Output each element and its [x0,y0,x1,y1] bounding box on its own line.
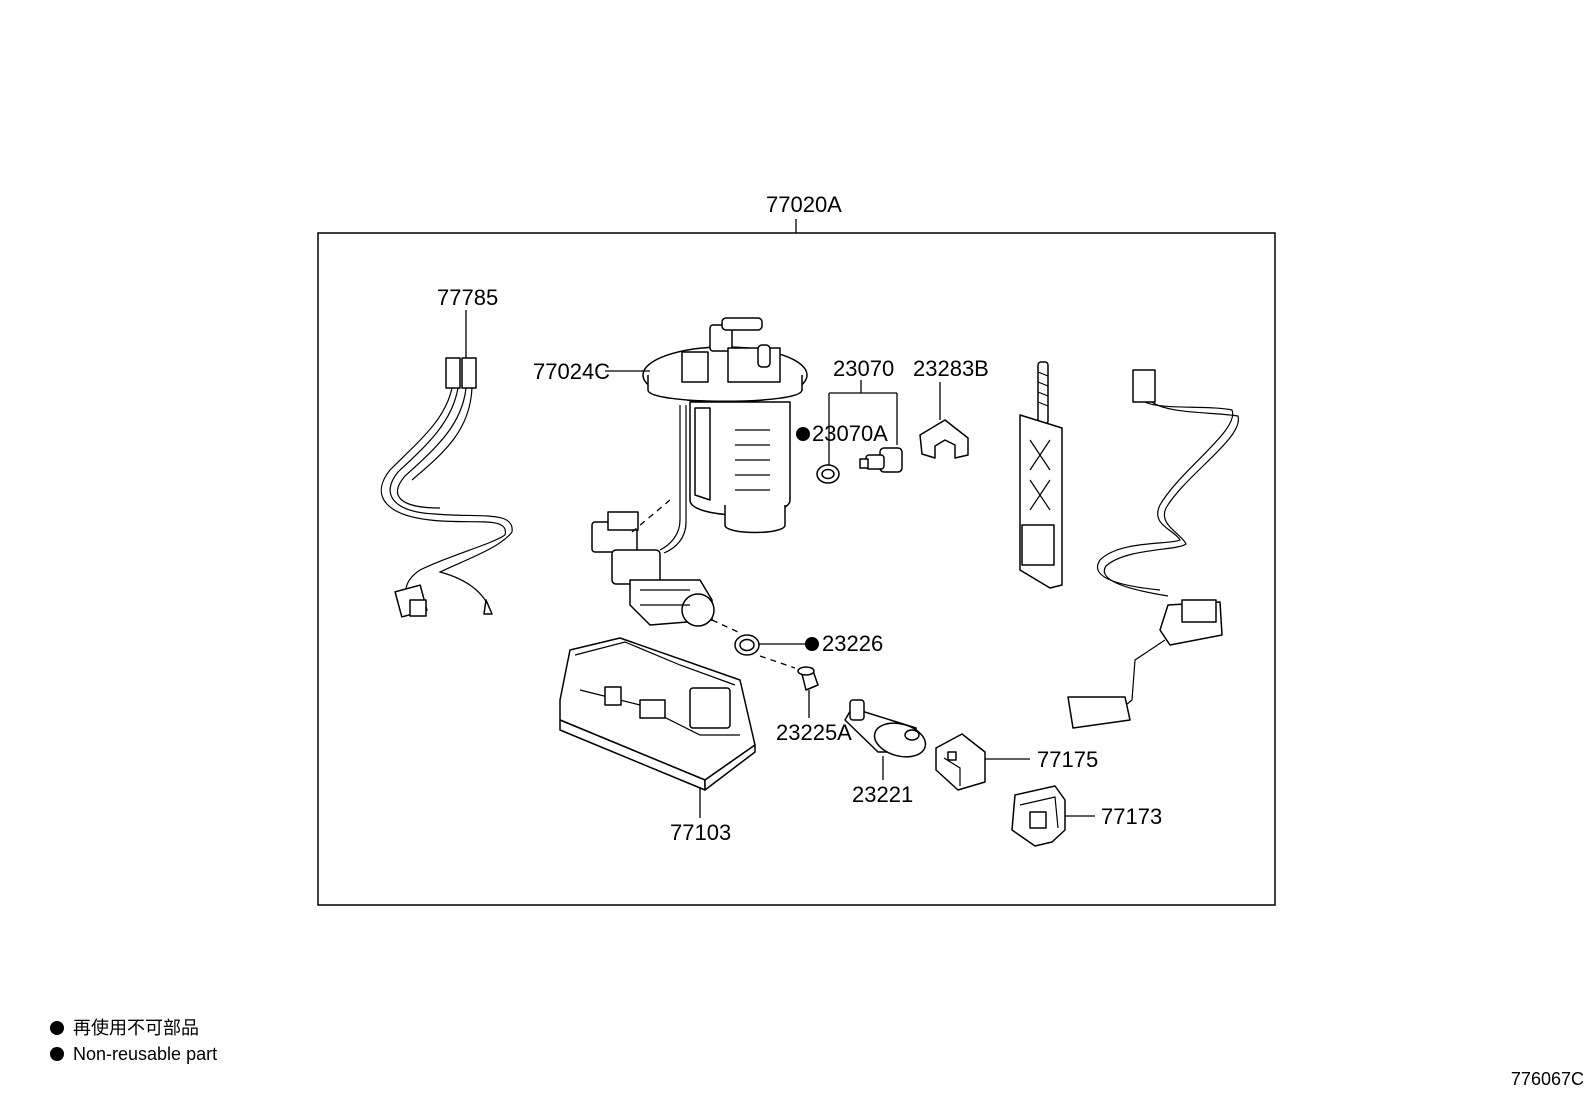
label-23283B: 23283B [913,356,989,381]
clip-23283B-part [919,419,969,459]
label-23221: 23221 [852,782,913,807]
sender-rod-part [1019,361,1063,589]
pump-motor-23221-part [844,699,927,758]
jet-pump-part [591,511,715,627]
label-23226: 23226 [822,631,883,656]
collar-23225A-part [797,666,819,691]
label-77175: 77175 [1037,747,1098,772]
label-23070: 23070 [833,356,894,381]
legend-marker-icon [50,1021,64,1035]
fuel-cup-77103-part [559,637,756,791]
o-ring-23226-part [734,634,760,656]
wire-harness-part [380,310,513,618]
legend-japanese-text: 再使用不可部品 [73,1018,199,1038]
legend-english-text: Non-reusable part [73,1044,218,1064]
legend-marker-icon [50,1047,64,1061]
drawing-code: 776067C [1510,1069,1584,1089]
label-77020A: 77020A [766,192,842,217]
fuel-pump-body-part [605,317,808,554]
label-77024C: 77024C [533,359,610,384]
level-sender-part [1067,369,1239,729]
label-77103: 77103 [670,820,731,845]
label-77173: 77173 [1101,804,1162,829]
cover-77173-part [1011,785,1066,847]
legend-english: Non-reusable part [50,1043,217,1065]
non-reusable-marker-23070A [796,427,810,441]
legend-japanese: 再使用不可部品 [50,1017,199,1039]
label-77785: 77785 [437,285,498,310]
check-valve-23070-part [859,447,903,473]
label-23070A: 23070A [812,421,888,446]
bracket-77175-part [935,733,986,791]
label-23225A: 23225A [776,720,852,745]
non-reusable-marker-23226 [805,637,819,651]
o-ring-23070A-part [816,464,840,484]
